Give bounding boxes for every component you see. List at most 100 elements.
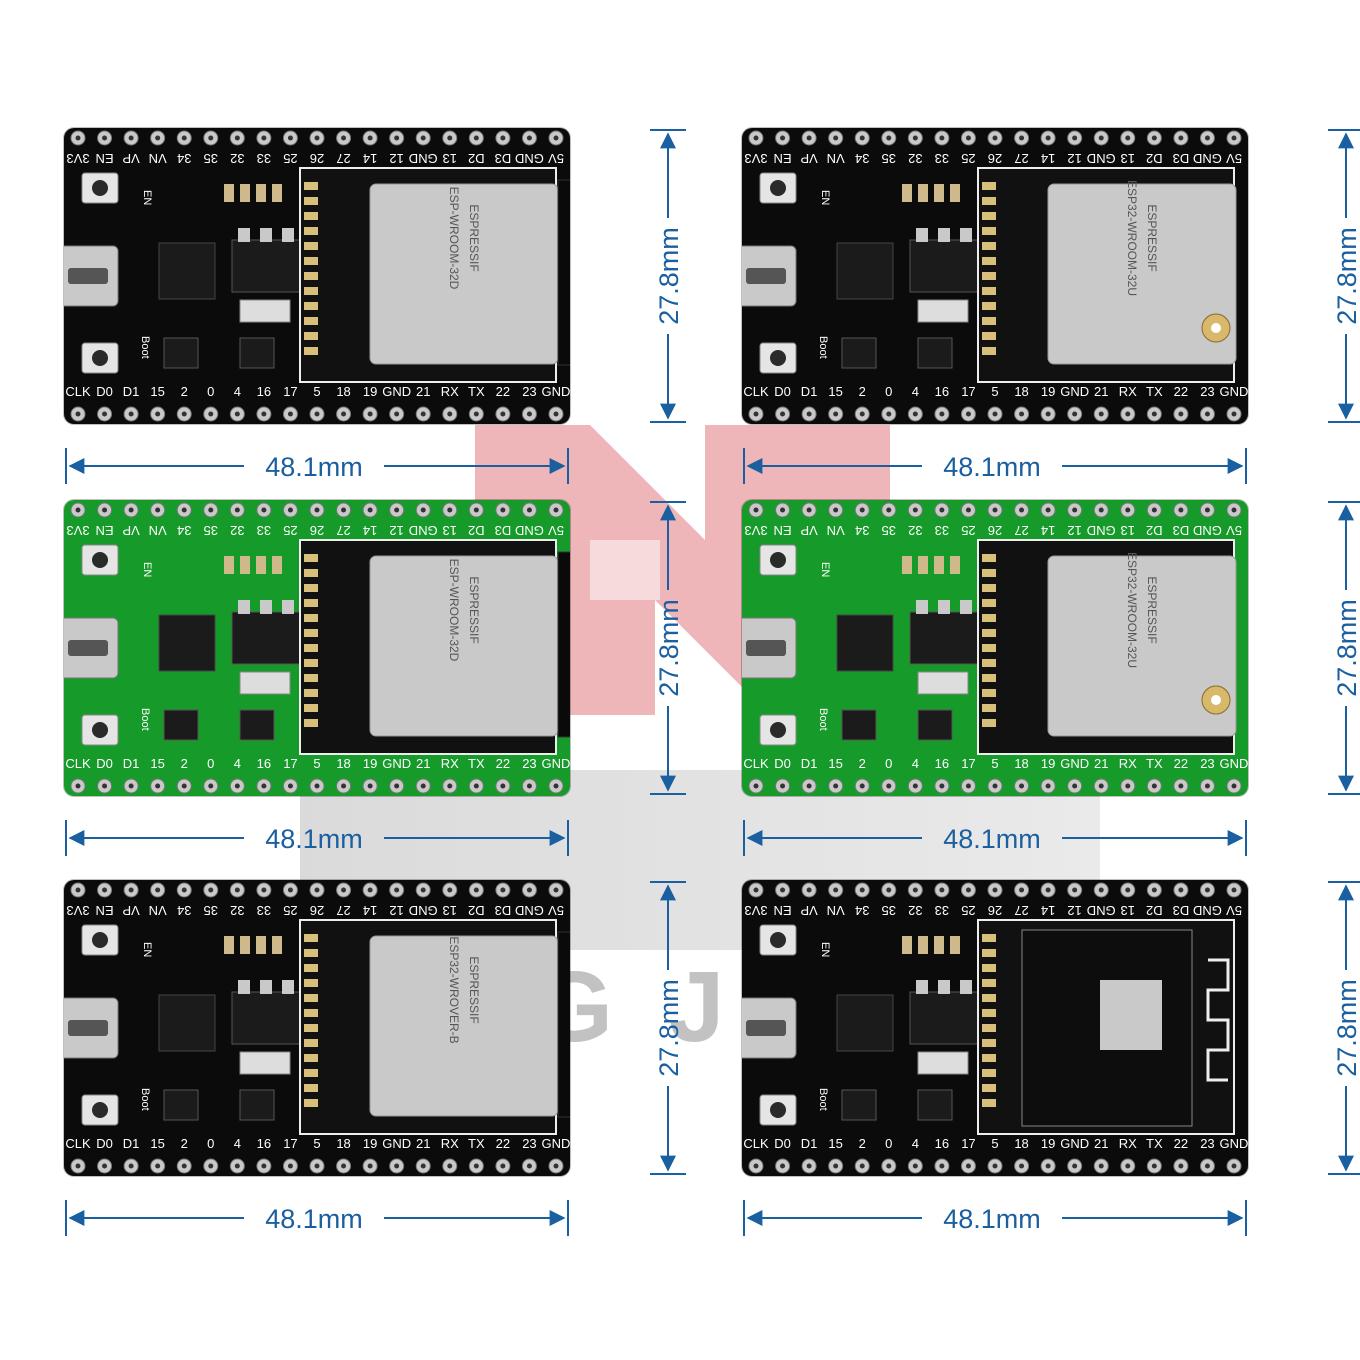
pin-hole (208, 1163, 214, 1169)
pin-label-top: 5V (548, 523, 564, 538)
module-pad (982, 1069, 996, 1077)
pin-label-top: GND (409, 903, 438, 918)
pin-label-top: 34 (855, 523, 869, 538)
pin-label-top: 25 (283, 903, 297, 918)
button-cap (92, 1102, 108, 1118)
smd-component (272, 936, 282, 954)
pin-hole (1125, 887, 1131, 893)
module-pad (304, 287, 318, 295)
pin-label-top: 13 (443, 523, 457, 538)
module-pad (304, 689, 318, 697)
pin-hole (181, 507, 187, 513)
pin-label-bottom: 5 (313, 384, 320, 399)
module-shield (1047, 555, 1237, 737)
pin-hole (1204, 135, 1210, 141)
module-vendor: ESPRESSIF (467, 204, 481, 271)
pin-hole (859, 783, 865, 789)
pin-hole (75, 887, 81, 893)
pin-label-top: 5V (548, 151, 564, 166)
pin-hole (420, 887, 426, 893)
pin-hole (859, 1163, 865, 1169)
smd-component (256, 184, 266, 202)
pin-hole (181, 1163, 187, 1169)
pin-hole (780, 411, 786, 417)
pin-label-bottom: GND (382, 756, 411, 771)
pin-label-top: 3V3 (66, 151, 89, 166)
pin-hole (155, 1163, 161, 1169)
pin-hole (1098, 887, 1104, 893)
pin-hole (1151, 887, 1157, 893)
pin-label-bottom: 5 (991, 384, 998, 399)
pin-label-top: VN (149, 523, 167, 538)
transistor (163, 709, 199, 741)
pin-label-bottom: D1 (123, 756, 140, 771)
transistor (239, 337, 275, 369)
module-pad (982, 949, 996, 957)
pin-hole (780, 1163, 786, 1169)
module-pad (304, 1054, 318, 1062)
button-cap (92, 552, 108, 568)
regulator-pin (960, 980, 972, 994)
regulator-pin (260, 228, 272, 242)
pin-hole (965, 411, 971, 417)
pin-hole (314, 887, 320, 893)
height-dimension-label: 27.8mm (1332, 227, 1360, 325)
pin-hole (341, 783, 347, 789)
pin-hole (155, 135, 161, 141)
pin-label-top: D3 (495, 523, 512, 538)
module-pad (982, 242, 996, 250)
module-pad (982, 644, 996, 652)
pin-label-top: 3V3 (744, 523, 767, 538)
button-cap (770, 722, 786, 738)
module-pad (304, 317, 318, 325)
pin-hole (1204, 507, 1210, 513)
pin-hole (102, 783, 108, 789)
smd-component (272, 556, 282, 574)
pin-hole (367, 887, 373, 893)
pin-hole (341, 1163, 347, 1169)
module-vendor: ESPRESSIF (1145, 576, 1159, 643)
pin-label-top: 25 (961, 151, 975, 166)
boot-silk: Boot (817, 336, 829, 359)
pin-label-bottom: GND (1220, 756, 1248, 771)
button-cap (770, 552, 786, 568)
pin-label-bottom: TX (468, 756, 485, 771)
pin-label-top: GND (515, 903, 544, 918)
transistor (163, 337, 199, 369)
pin-hole (1231, 135, 1237, 141)
pin-hole (780, 887, 786, 893)
pin-label-bottom: 17 (961, 1136, 975, 1151)
module-shield (1047, 183, 1237, 365)
pin-hole (208, 135, 214, 141)
pin-label-bottom: 19 (363, 384, 377, 399)
pin-label-bottom: 2 (181, 1136, 188, 1151)
module-pad (982, 1039, 996, 1047)
pin-hole (181, 135, 187, 141)
pin-hole (1178, 887, 1184, 893)
pin-label-bottom: TX (1146, 384, 1163, 399)
smd-component (902, 936, 912, 954)
pin-hole (261, 1163, 267, 1169)
pin-label-top: GND (1087, 523, 1116, 538)
pin-hole (1045, 135, 1051, 141)
pin-hole (420, 783, 426, 789)
pin-hole (526, 1163, 532, 1169)
pin-hole (553, 135, 559, 141)
pin-hole (1178, 783, 1184, 789)
pin-hole (234, 135, 240, 141)
pin-hole (859, 411, 865, 417)
pin-hole (234, 887, 240, 893)
pin-label-top: EN (774, 523, 792, 538)
pin-hole (287, 135, 293, 141)
pin-hole (500, 887, 506, 893)
pin-hole (208, 411, 214, 417)
pin-hole (447, 135, 453, 141)
module-pad (304, 934, 318, 942)
usb-slot (746, 268, 786, 284)
pin-label-bottom: 16 (257, 1136, 271, 1151)
pin-label-bottom: GND (1060, 384, 1089, 399)
pin-hole (155, 887, 161, 893)
usb-slot (68, 268, 108, 284)
